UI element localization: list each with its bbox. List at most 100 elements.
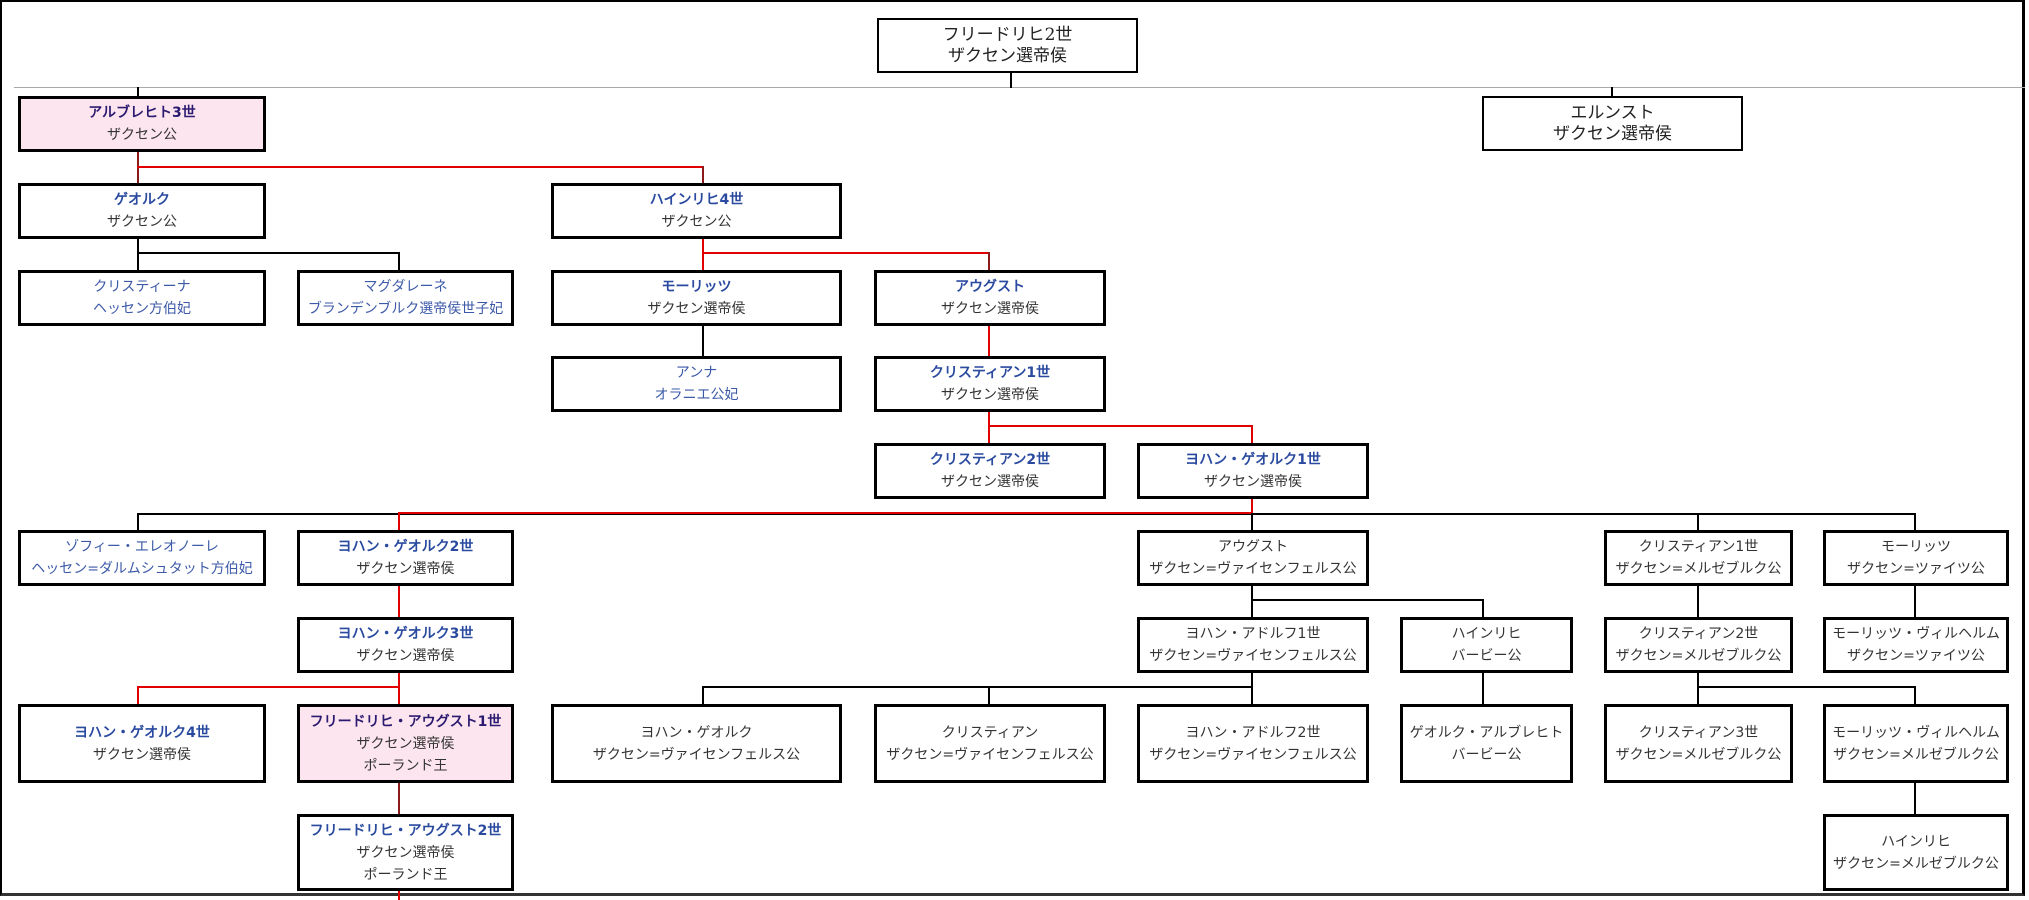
connector (1697, 686, 1916, 688)
connector (1611, 87, 1613, 97)
person-box-ernst[interactable]: エルンスト ザクセン選帝侯 (1482, 96, 1743, 151)
person-box-sophie-eleonore[interactable]: ゾフィー・エレオノーレ ヘッセン=ダルムシュタット方伯妃 (18, 530, 266, 586)
person-name: ヨハン・ゲオルク1世 (1185, 452, 1321, 468)
generation-separator (14, 87, 2025, 88)
person-box-georg-albrecht-barby[interactable]: ゲオルク・アルブレヒト バービー公 (1400, 704, 1573, 783)
connector (702, 325, 704, 357)
person-name: ヨハン・アドルフ1世 (1185, 626, 1321, 642)
person-title: ザクセン選帝侯 (1553, 123, 1672, 144)
person-box-heinrich-barby[interactable]: ハインリヒ バービー公 (1400, 617, 1573, 673)
person-box-christian-2-merseburg[interactable]: クリスティアン2世 ザクセン=メルゼブルク公 (1604, 617, 1793, 673)
person-name: クリスティアン2世 (1638, 626, 1759, 642)
person-name: ゲオルク・アルブレヒト (1409, 724, 1564, 741)
person-box-georg[interactable]: ゲオルク ザクセン公 (18, 183, 266, 239)
person-box-christian-3-merseburg[interactable]: クリスティアン3世 ザクセン=メルゼブルク公 (1604, 704, 1793, 783)
person-name: フリードリヒ2世 (942, 24, 1073, 45)
connector (1251, 513, 1253, 531)
person-box-christian-weissenfels[interactable]: クリスティアン ザクセン=ヴァイセンフェルス公 (874, 704, 1106, 783)
succession-connector (398, 512, 1253, 514)
person-box-moritz-zeitz[interactable]: モーリッツ ザクセン=ツァイツ公 (1823, 530, 2009, 586)
succession-connector (988, 425, 1252, 427)
person-name: モーリッツ (1881, 539, 1951, 555)
person-box-johann-georg-weissenfels[interactable]: ヨハン・ゲオルク ザクセン=ヴァイセンフェルス公 (551, 704, 842, 783)
person-box-christian-2[interactable]: クリスティアン2世 ザクセン選帝侯 (874, 443, 1106, 499)
connector (137, 87, 139, 97)
person-name: アンナ (675, 365, 718, 381)
person-title: ザクセン=ヴァイセンフェルス公 (592, 746, 801, 763)
person-box-albrecht-3[interactable]: アルブレヒト3世 ザクセン公 (18, 96, 266, 152)
person-box-anna[interactable]: アンナ オラニエ公妃 (551, 356, 842, 412)
succession-connector (702, 252, 990, 254)
person-title: ザクセン選帝侯 (941, 301, 1039, 317)
person-title: ザクセン公 (661, 214, 732, 230)
succession-connector (988, 252, 990, 271)
person-title: ザクセン=メルゼブルク公 (1615, 561, 1782, 577)
person-box-christina[interactable]: クリスティーナ ヘッセン方伯妃 (18, 270, 266, 326)
connector (702, 686, 704, 705)
succession-connector (1251, 425, 1253, 444)
person-title: ヘッセン=ダルムシュタット方伯妃 (31, 561, 253, 577)
person-name: ハインリヒ (1451, 626, 1522, 642)
person-box-johann-georg-1[interactable]: ヨハン・ゲオルク1世 ザクセン選帝侯 (1137, 443, 1369, 499)
person-box-johann-georg-2[interactable]: ヨハン・ゲオルク2世 ザクセン選帝侯 (297, 530, 514, 586)
succession-connector (137, 686, 400, 688)
person-box-august[interactable]: アウグスト ザクセン選帝侯 (874, 270, 1106, 326)
person-title: バービー公 (1451, 648, 1522, 664)
person-title: ザクセン=ヴァイセンフェルス公 (1149, 561, 1357, 577)
person-title: ザクセン選帝侯 (356, 735, 455, 752)
succession-connector (398, 782, 400, 815)
person-box-magdalene[interactable]: マグダレーネ ブランデンブルク選帝侯世子妃 (297, 270, 514, 326)
person-name: ゾフィー・エレオノーレ (65, 539, 219, 555)
person-name: クリスティーナ (93, 279, 191, 295)
person-title: ザクセン=メルゼブルク公 (1615, 648, 1782, 664)
connector (137, 513, 139, 531)
person-name: ヨハン・ゲオルク2世 (337, 539, 474, 555)
person-name: アウグスト (1218, 539, 1288, 555)
succession-connector (398, 890, 400, 900)
person-name: クリスティアン1世 (929, 365, 1051, 381)
person-box-friedrich-august-2[interactable]: フリードリヒ・アウグスト2世 ザクセン選帝侯 ポーランド王 (297, 814, 514, 891)
connector (137, 238, 139, 271)
person-name: ゲオルク (114, 192, 170, 208)
person-box-moritz-wilhelm-zeitz[interactable]: モーリッツ・ヴィルヘルム ザクセン=ツァイツ公 (1823, 617, 2009, 673)
person-name: フリードリヒ・アウグスト2世 (309, 822, 502, 839)
succession-connector (702, 238, 704, 271)
person-title-2: ポーランド王 (363, 757, 448, 774)
person-name: クリスティアン3世 (1638, 724, 1759, 741)
person-name: ヨハン・アドルフ2世 (1185, 724, 1321, 741)
connector (1251, 599, 1484, 601)
person-name: マグダレーネ (363, 279, 448, 295)
person-name: モーリッツ・ヴィルヘルム (1832, 724, 2000, 741)
person-name: フリードリヒ・アウグスト1世 (309, 713, 502, 730)
person-box-friedrich-august-1[interactable]: フリードリヒ・アウグスト1世 ザクセン選帝侯 ポーランド王 (297, 704, 514, 783)
person-title: ザクセン=ツァイツ公 (1847, 648, 1985, 664)
person-title: ザクセン公 (107, 127, 177, 143)
person-box-johann-georg-4[interactable]: ヨハン・ゲオルク4世 ザクセン選帝侯 (18, 704, 266, 783)
person-box-moritz[interactable]: モーリッツ ザクセン選帝侯 (551, 270, 842, 326)
person-title: ザクセン公 (107, 214, 177, 230)
person-box-johann-adolf-1[interactable]: ヨハン・アドルフ1世 ザクセン=ヴァイセンフェルス公 (1137, 617, 1369, 673)
person-box-moritz-wilhelm-merseburg[interactable]: モーリッツ・ヴィルヘルム ザクセン=メルゼブルク公 (1823, 704, 2009, 783)
connector (1697, 513, 1699, 531)
connector (702, 686, 1253, 688)
person-box-johann-georg-3[interactable]: ヨハン・ゲオルク3世 ザクセン選帝侯 (297, 617, 514, 673)
person-box-friedrich-2[interactable]: フリードリヒ2世 ザクセン選帝侯 (877, 18, 1138, 73)
person-box-christian-1[interactable]: クリスティアン1世 ザクセン選帝侯 (874, 356, 1106, 412)
person-box-christian-1-merseburg[interactable]: クリスティアン1世 ザクセン=メルゼブルク公 (1604, 530, 1793, 586)
person-name: クリスティアン2世 (929, 452, 1051, 468)
person-name: ヨハン・ゲオルク4世 (74, 724, 210, 741)
person-box-august-weissenfels[interactable]: アウグスト ザクセン=ヴァイセンフェルス公 (1137, 530, 1369, 586)
person-title: ザクセン選帝侯 (647, 301, 746, 317)
connector (137, 513, 1916, 515)
person-box-johann-adolf-2[interactable]: ヨハン・アドルフ2世 ザクセン=ヴァイセンフェルス公 (1137, 704, 1369, 783)
person-box-heinrich-merseburg[interactable]: ハインリヒ ザクセン=メルゼブルク公 (1823, 814, 2009, 891)
person-box-heinrich-4[interactable]: ハインリヒ4世 ザクセン公 (551, 183, 842, 239)
connector (1914, 513, 1916, 531)
person-title: ザクセン選帝侯 (1204, 474, 1302, 490)
person-title: バービー公 (1451, 746, 1522, 763)
person-title: ザクセン選帝侯 (356, 561, 455, 577)
connector (1010, 72, 1012, 88)
connector (1697, 672, 1699, 705)
